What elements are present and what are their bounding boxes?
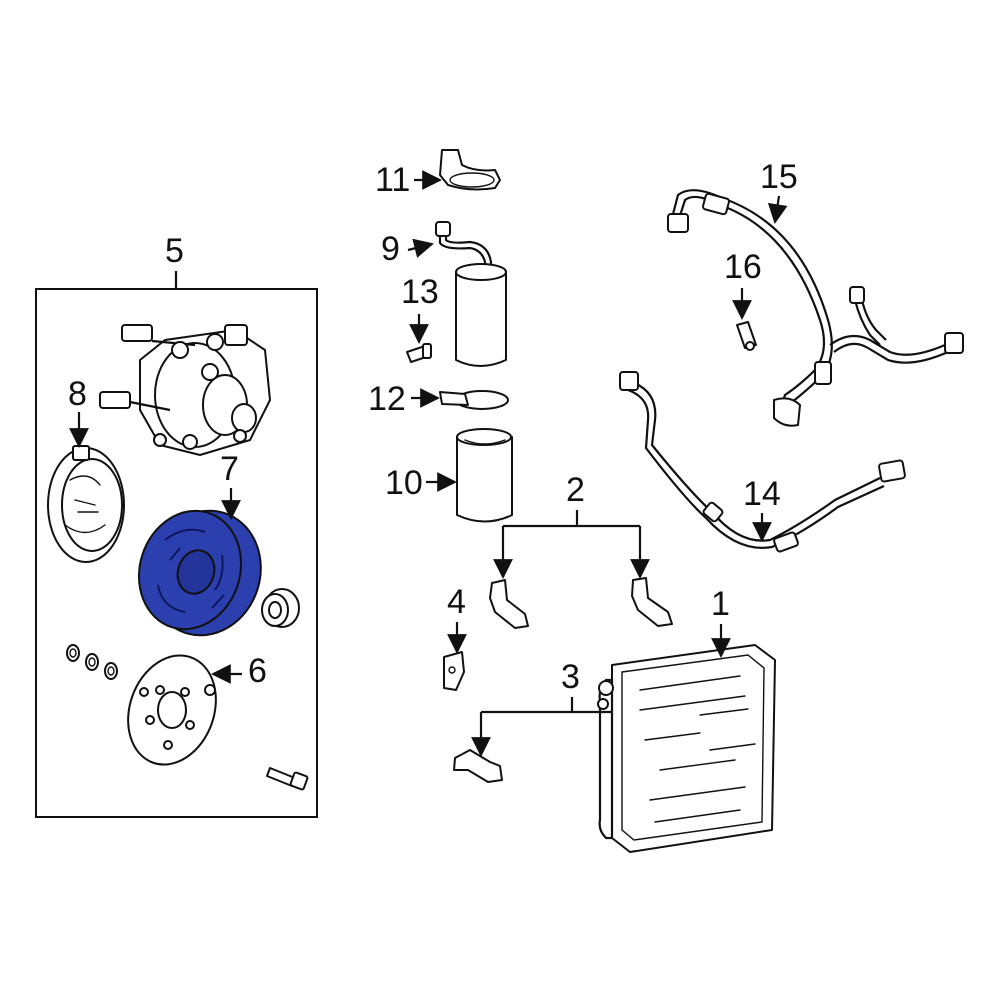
part-9-accumulator[interactable] <box>435 221 507 367</box>
part-12-strap[interactable] <box>439 390 509 410</box>
callout-5[interactable]: 5 <box>165 232 184 289</box>
callout-9[interactable]: 9 <box>381 230 434 268</box>
callout-16[interactable]: 16 <box>724 248 762 320</box>
part-1-condenser[interactable] <box>597 644 776 853</box>
callout-4-label: 4 <box>447 583 466 621</box>
compressor[interactable] <box>99 324 271 456</box>
callout-5-label: 5 <box>165 232 184 270</box>
part-11-clamp[interactable] <box>439 149 501 191</box>
part-2-bracket-left[interactable] <box>489 579 529 629</box>
callout-3-label: 3 <box>561 658 580 696</box>
callout-7-label: 7 <box>220 450 239 488</box>
callout-14-label: 14 <box>743 475 781 513</box>
part-16-switch[interactable] <box>736 321 757 351</box>
part-4-bracket[interactable] <box>443 651 465 691</box>
part-14-line[interactable] <box>619 371 906 553</box>
callout-6-label: 6 <box>248 652 267 690</box>
callout-12[interactable]: 12 <box>368 380 440 418</box>
callout-13[interactable]: 13 <box>401 273 439 344</box>
callout-10-label: 10 <box>385 464 423 502</box>
part-8-clutch-shield[interactable] <box>47 445 125 563</box>
callout-3[interactable]: 3 <box>471 658 641 757</box>
part-3-bracket-left[interactable] <box>453 749 503 783</box>
callout-14[interactable]: 14 <box>743 475 781 542</box>
part-2-bracket-right[interactable] <box>631 577 673 627</box>
part-6-clutch-hub[interactable] <box>113 643 230 777</box>
callout-11[interactable]: 11 <box>375 161 442 199</box>
callout-1[interactable]: 1 <box>711 585 731 658</box>
callout-4[interactable]: 4 <box>447 583 467 654</box>
part-15-hose-assembly[interactable] <box>667 189 964 427</box>
callout-12-label: 12 <box>368 380 406 418</box>
bolt[interactable] <box>266 767 309 791</box>
callout-1-label: 1 <box>711 585 730 623</box>
shims[interactable] <box>66 644 118 680</box>
callout-16-label: 16 <box>724 248 762 286</box>
part-13-fitting[interactable] <box>406 343 432 363</box>
callout-15-label: 15 <box>760 158 798 196</box>
part-10-insulator[interactable] <box>456 428 513 523</box>
callout-8-label: 8 <box>68 375 87 413</box>
callout-8[interactable]: 8 <box>68 375 89 448</box>
callout-10[interactable]: 10 <box>385 464 457 502</box>
callout-13-label: 13 <box>401 273 439 311</box>
bearing[interactable] <box>261 588 300 628</box>
part-7-clutch-pulley[interactable] <box>124 496 277 650</box>
callout-9-label: 9 <box>381 230 400 268</box>
callout-6[interactable]: 6 <box>211 652 267 690</box>
callout-7[interactable]: 7 <box>220 450 241 520</box>
callout-15[interactable]: 15 <box>760 158 798 224</box>
callout-2[interactable]: 2 <box>493 471 650 579</box>
callout-11-label: 11 <box>375 161 410 199</box>
callout-2-label: 2 <box>566 471 585 509</box>
